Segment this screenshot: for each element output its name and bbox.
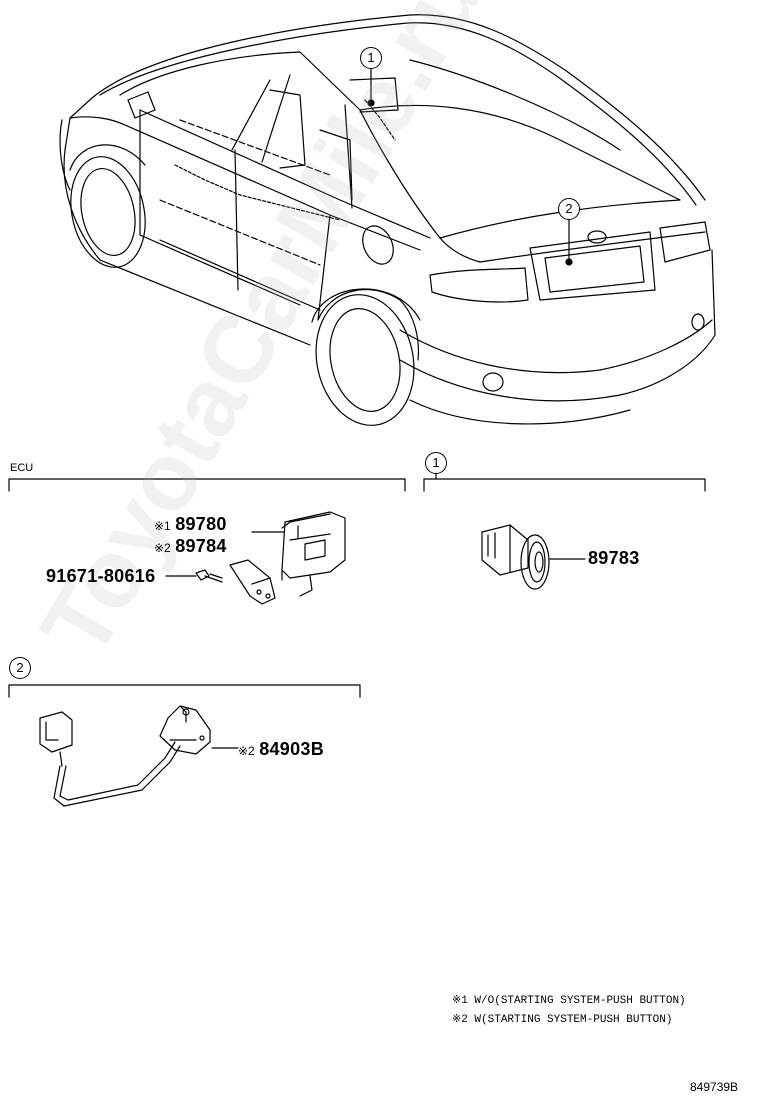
section-1-marker: 1 [425, 452, 447, 474]
car-illustration [59, 14, 716, 426]
ecu-part-2-mark: ※2 [154, 541, 171, 555]
ecu-part-row-2: ※2 89784 [154, 536, 227, 557]
wire-harness-drawing [39, 705, 239, 807]
section-1-part-number[interactable]: 89783 [588, 548, 640, 568]
diagram-id: 849739B [690, 1080, 739, 1094]
ecu-part-2-number[interactable]: 89784 [175, 536, 227, 556]
ecu-part-1-number[interactable]: 89780 [175, 514, 227, 534]
callout-1[interactable]: 1 [360, 47, 382, 69]
section-2-part-number[interactable]: 84903B [259, 739, 325, 759]
section-2-marker: 2 [9, 657, 31, 679]
section-rules [8, 472, 706, 698]
footnote-1: ※1 W/O(STARTING SYSTEM-PUSH BUTTON) [452, 995, 686, 1007]
ecu-unit-drawing [165, 511, 346, 605]
footnote-2: ※2 W(STARTING SYSTEM-PUSH BUTTON) [452, 1014, 673, 1026]
push-switch-drawing [481, 524, 586, 590]
bolt-part-number[interactable]: 91671-80616 [46, 566, 156, 586]
section-2-part-row: ※2 84903B [238, 739, 324, 760]
section-2-part-mark: ※2 [238, 744, 255, 758]
callout-2[interactable]: 2 [558, 198, 580, 220]
ecu-section-title: ECU [10, 462, 34, 474]
ecu-part-1-mark: ※1 [154, 519, 171, 533]
ecu-part-row-1: ※1 89780 [154, 514, 227, 535]
